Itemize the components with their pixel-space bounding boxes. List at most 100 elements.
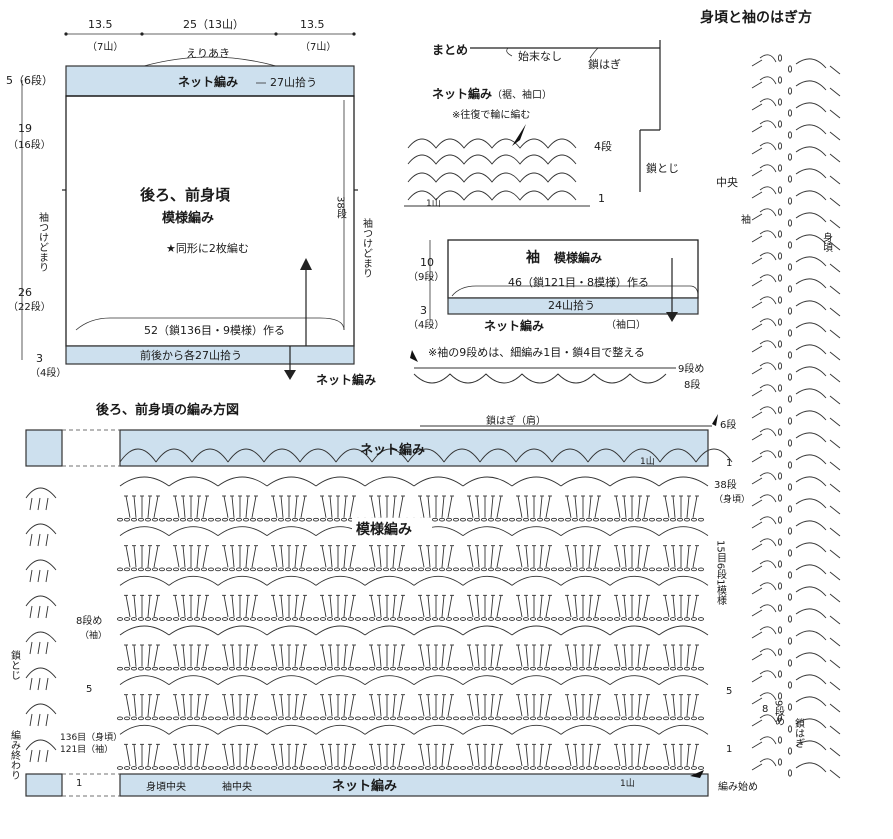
sleeve-center: 袖中央 [222, 780, 252, 793]
stitch-post [525, 744, 529, 767]
stitch-post [231, 495, 235, 518]
stitch-post [525, 644, 529, 667]
stitch-post [615, 694, 621, 717]
stitch-post [329, 694, 333, 717]
stitch-post [517, 744, 523, 767]
stitch-post [623, 644, 627, 667]
stitch-post [468, 495, 474, 518]
row1-top: 1 [726, 458, 732, 469]
stitch-post [539, 694, 543, 717]
chart-pattern: 模様編み [356, 521, 412, 538]
stitch-post [615, 495, 621, 518]
stitch-post [441, 495, 445, 518]
stitch-arc [413, 724, 464, 735]
left-row5: 5 [86, 684, 92, 695]
stitch-post [476, 694, 480, 717]
stitch-post [517, 495, 523, 518]
stitch-post [574, 545, 578, 568]
stitch-post [329, 545, 333, 568]
stitch-post [174, 545, 180, 568]
stitch-post [545, 545, 551, 568]
body-chain: 52（鎖136目・9模様）作る [144, 323, 285, 337]
stitch-post [147, 744, 151, 767]
stitch-post [566, 744, 572, 767]
stitch-post [427, 595, 431, 618]
stitch-post [490, 595, 494, 618]
stitch-post [686, 644, 690, 667]
stitch-post [300, 744, 306, 767]
stitch-post [588, 495, 592, 518]
stitch-arc [315, 575, 366, 586]
stitch-post [545, 694, 551, 717]
stitch-post [623, 694, 627, 717]
stitch-post [441, 595, 445, 618]
stitch-post [231, 694, 235, 717]
left-end: 編み終わり [9, 729, 21, 780]
row6-label: 6段 [720, 418, 736, 431]
stitch-post [588, 595, 592, 618]
stitch-arc [609, 724, 660, 735]
stitch-post [427, 545, 431, 568]
stitch-post [490, 694, 494, 717]
dim-19: 19 [18, 122, 32, 135]
dim-19-rows: （16段） [8, 138, 51, 151]
stitch-post [392, 545, 396, 568]
stitch-arc [119, 625, 170, 636]
stitch-post [692, 694, 698, 717]
stitch-arc [315, 625, 366, 636]
stitch-post [370, 545, 376, 568]
mountain-label: 1山 [426, 198, 441, 209]
sleeve-band: ネット編み [484, 318, 544, 333]
stitch-post [321, 694, 327, 717]
stitch-post [637, 644, 641, 667]
row5-right: 5 [726, 686, 732, 697]
stitch-post [153, 545, 159, 568]
stitch-post [623, 595, 627, 618]
stitch-post [223, 644, 229, 667]
stitch-post [392, 595, 396, 618]
sleeve-dim-3-rows: （4段） [408, 318, 444, 331]
stitch-post [686, 495, 690, 518]
stitch-post [370, 644, 376, 667]
join-column: 中央 袖 身頃 8 9段め 鎖はぎ [716, 54, 841, 779]
stitch-post [398, 694, 404, 717]
stitch-post [545, 495, 551, 518]
stitch-post [280, 545, 284, 568]
stitch-post [574, 495, 578, 518]
stitch-post [588, 694, 592, 717]
stitch-arc [413, 575, 464, 586]
stitch-post [147, 545, 151, 568]
stitch-post [441, 694, 445, 717]
stitch-post [664, 644, 670, 667]
body-note: ★同形に2枚編む [166, 241, 249, 255]
stitch-post [329, 495, 333, 518]
net-title: ネット編み（裾、袖口） [432, 86, 552, 101]
stitch-post [133, 644, 137, 667]
stitch-post [692, 495, 698, 518]
top-band-label: ネット編み [178, 74, 238, 89]
stitch-post [202, 495, 208, 518]
chart-bottom-net-band [119, 773, 709, 797]
stitch-arc [560, 625, 611, 636]
stitch-post [202, 694, 208, 717]
chart-top-net-band [119, 429, 709, 467]
stitch-post [447, 545, 453, 568]
top-count-left: （7山） [87, 41, 123, 53]
chart-net-top: ネット編み [360, 442, 425, 458]
stitch-post [476, 744, 480, 767]
stitch-post [637, 744, 641, 767]
stitch-post [125, 644, 131, 667]
stitch-post [664, 495, 670, 518]
stitch-post [392, 694, 396, 717]
sleeve-attach-left: 袖つけどまり [37, 211, 49, 272]
stitch-arc [364, 724, 415, 735]
dim-26: 26 [18, 286, 32, 299]
stitch-post [566, 644, 572, 667]
matome-label: まとめ [432, 43, 468, 57]
stitch-post [615, 545, 621, 568]
body-center: 身頃中央 [146, 780, 186, 793]
stitch-post [672, 495, 676, 518]
sleeve-dim-3: 3 [420, 304, 427, 317]
stitch-post [525, 545, 529, 568]
stitch-post [300, 495, 306, 518]
